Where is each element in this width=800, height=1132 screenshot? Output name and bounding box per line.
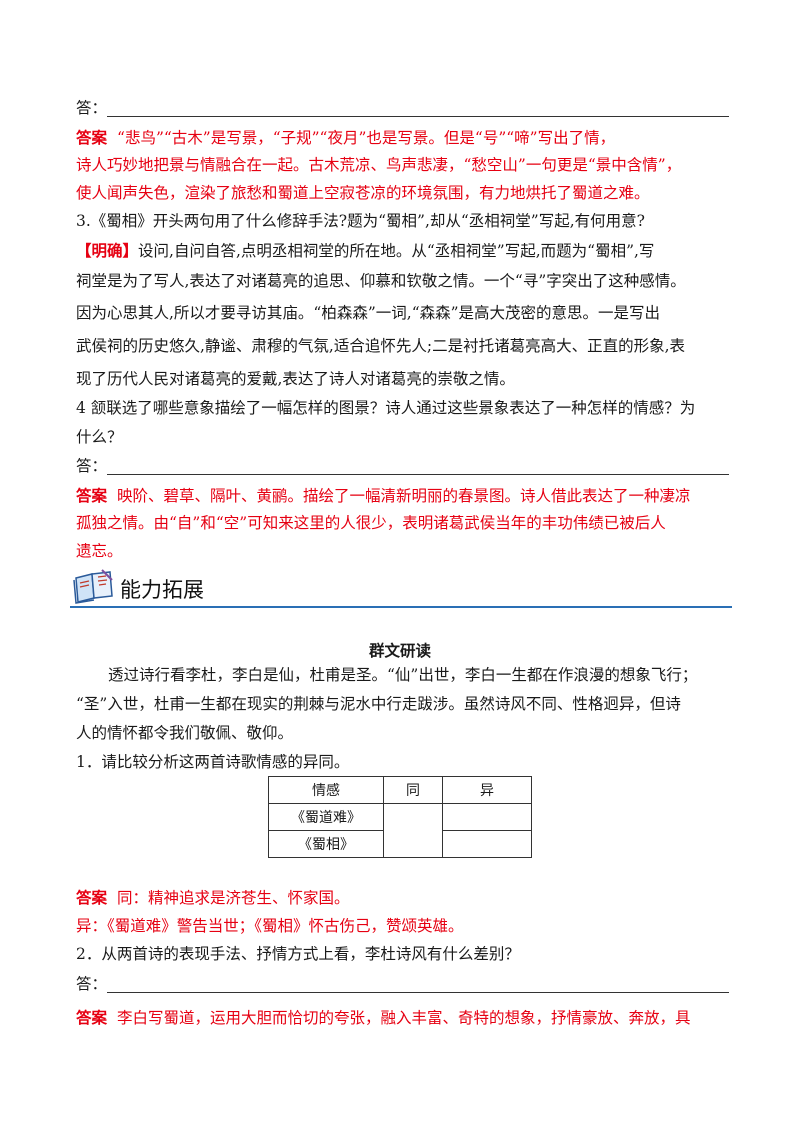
q4-question-line-2: 什么？ (76, 428, 123, 446)
gq1-question: 1．请比较分析这两首诗歌情感的异同。 (76, 753, 350, 771)
gq1-answer-line-2: 异：《蜀道难》警告当世；《蜀相》怀古伤己，赞颂英雄。 (76, 917, 464, 935)
answer-prefix: 答： (76, 975, 108, 993)
gq2-question: 2．从两首诗的表现手法、抒情方式上看，李杜诗风有什么差别？ (76, 945, 520, 963)
answer-label: 答案 (76, 888, 108, 907)
q2-answer-line-1: 答案“悲鸟”“古木”是写景，“子规”“夜月”也是写景。但是“号”“啼”写出了情， (76, 128, 616, 147)
table-row-label: 《蜀相》 (268, 830, 384, 858)
answer-blank-line[interactable]: 答： (76, 457, 730, 475)
q4-question-line-1: 4 颔联选了哪些意象描绘了一幅怎样的图景？诗人通过这些景象表达了一种怎样的情感？… (76, 399, 696, 417)
section-divider (70, 606, 732, 608)
group-reading-title: 群文研读 (368, 641, 431, 660)
q2-answer-line-3: 使人闻声失色，渲染了旅愁和蜀道上空寂苍凉的环境氛围，有力地烘托了蜀道之难。 (76, 184, 650, 202)
comparison-table: 情感 同 异 《蜀道难》 《蜀相》 (268, 776, 532, 858)
table-cell-diff[interactable] (442, 830, 532, 858)
answer-blank-line[interactable]: 答： (76, 99, 730, 117)
section-title: 能力拓展 (120, 578, 204, 602)
q3-answer-line-1: 【明确】设问,自问自答,点明丞相祠堂的所在地。从“丞相祠堂”写起,而题为“蜀相”… (76, 241, 655, 260)
table-header-cell: 异 (442, 776, 532, 804)
q3-answer-line-5: 现了历代人民对诸葛亮的爱戴,表达了诗人对诸葛亮的崇敬之情。 (76, 370, 515, 388)
table-row: 《蜀道难》 (268, 803, 532, 858)
answer-prefix: 答： (76, 457, 108, 475)
q4-answer-line-3: 遗忘。 (76, 542, 123, 560)
book-icon (73, 569, 113, 604)
q2-answer-line-2: 诗人巧妙地把景与情融合在一起。古木荒凉、鸟声悲凄，“愁空山”一句更是“景中含情”… (76, 156, 682, 174)
q3-answer-line-4: 武侯祠的历史悠久,静谧、肃穆的气氛,适合追怀先人;二是衬托诸葛亮高大、正直的形象… (76, 337, 686, 355)
table-row-label: 《蜀道难》 (268, 803, 384, 831)
gq2-answer-line-1: 答案李白写蜀道，运用大胆而恰切的夸张，融入丰富、奇特的想象，抒情豪放、奔放，具 (76, 1008, 691, 1027)
answer-label: 答案 (76, 128, 108, 147)
answer-blank-line[interactable]: 答： (76, 975, 730, 993)
table-row: 《蜀相》 (268, 830, 532, 858)
table-header-row: 情感 同 异 (268, 776, 532, 804)
answer-label: 答案 (76, 1008, 108, 1027)
table-cell-same[interactable] (383, 803, 443, 858)
q3-answer-line-2: 祠堂是为了写人,表达了对诸葛亮的追思、仰慕和钦敬之情。一个“寻”字突出了这种感情… (76, 272, 686, 290)
section-header: 能力拓展 (70, 566, 732, 608)
clarify-label: 【明确】 (76, 241, 139, 260)
gq1-answer-line-1: 答案同：精神追求是济苍生、怀家国。 (76, 888, 350, 907)
q3-answer-line-3: 因为心思其人,所以才要寻访其庙。“柏森森”一词,“森森”是高大茂密的意思。一是写… (76, 304, 661, 322)
q4-answer-line-2: 孤独之情。由“自”和“空”可知来这里的人很少，表明诸葛武侯当年的丰功伟绩已被后人 (76, 514, 666, 532)
intro-paragraph-line-1: 透过诗行看李杜，李白是仙，杜甫是圣。“仙”出世，李白一生都在作浪漫的想象飞行； (108, 666, 698, 684)
intro-paragraph-line-3: 人的情怀都令我们敬佩、敬仰。 (76, 724, 294, 742)
table-cell-diff[interactable] (442, 803, 532, 831)
q3-question: 3.《蜀相》开头两句用了什么修辞手法?题为“蜀相”,却从“丞相祠堂”写起,有何用… (76, 212, 645, 230)
table-header-cell: 情感 (268, 776, 384, 804)
answer-prefix: 答： (76, 99, 108, 117)
intro-paragraph-line-2: “圣”入世，杜甫一生都在现实的荆棘与泥水中行走跋涉。虽然诗风不同、性格迥异，但诗 (76, 695, 681, 713)
q4-answer-line-1: 答案映阶、碧草、隔叶、黄鹂。描绘了一幅清新明丽的春景图。诗人借此表达了一种凄凉 (76, 486, 691, 505)
table-header-cell: 同 (383, 776, 443, 804)
answer-label: 答案 (76, 486, 108, 505)
